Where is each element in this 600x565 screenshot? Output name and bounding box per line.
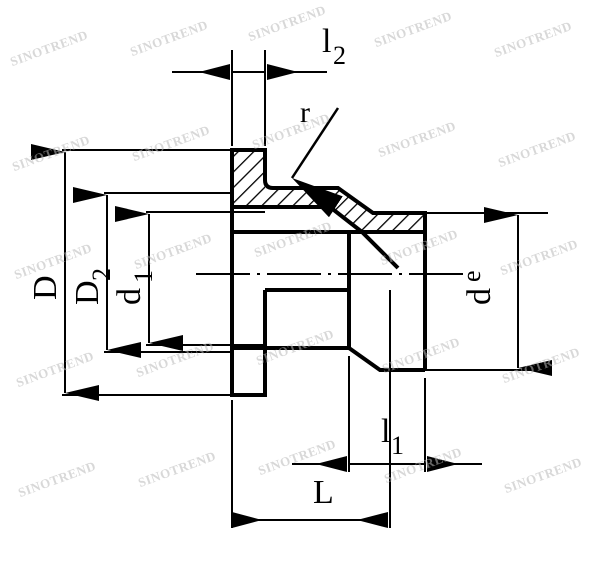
label-D2-base: D <box>69 280 106 305</box>
label-l1: l 1 <box>381 413 404 460</box>
body-outer-lower <box>232 230 400 270</box>
label-d1-sub: 1 <box>129 270 158 283</box>
dimension-labels: l 2 r D D 2 d 1 d e <box>27 23 498 511</box>
label-d1: d 1 <box>111 270 158 305</box>
flange-lower-profile <box>230 207 267 397</box>
bore-lower <box>265 290 351 350</box>
label-l2-sub: 2 <box>333 41 346 70</box>
leader-r <box>290 107 343 218</box>
label-D2-sub: 2 <box>87 268 116 281</box>
label-l2: l 2 <box>322 23 346 70</box>
label-r: r <box>300 96 310 129</box>
label-L: L <box>313 474 334 511</box>
part-body <box>230 148 427 397</box>
dimension-lines <box>31 64 552 528</box>
label-D-base: D <box>27 275 64 300</box>
label-de-base: d <box>461 288 498 305</box>
section-hatching <box>232 150 425 232</box>
label-D: D <box>27 275 64 300</box>
upper-section-outline <box>230 148 427 234</box>
label-D2: D 2 <box>69 268 116 305</box>
taper-lower <box>347 346 425 372</box>
label-de-sub: e <box>457 270 486 282</box>
label-de: d e <box>457 270 498 305</box>
label-d1-base: d <box>111 288 148 305</box>
label-l1-sub: 1 <box>391 431 404 460</box>
label-l2-base: l <box>322 23 331 60</box>
label-l1-base: l <box>381 413 390 450</box>
